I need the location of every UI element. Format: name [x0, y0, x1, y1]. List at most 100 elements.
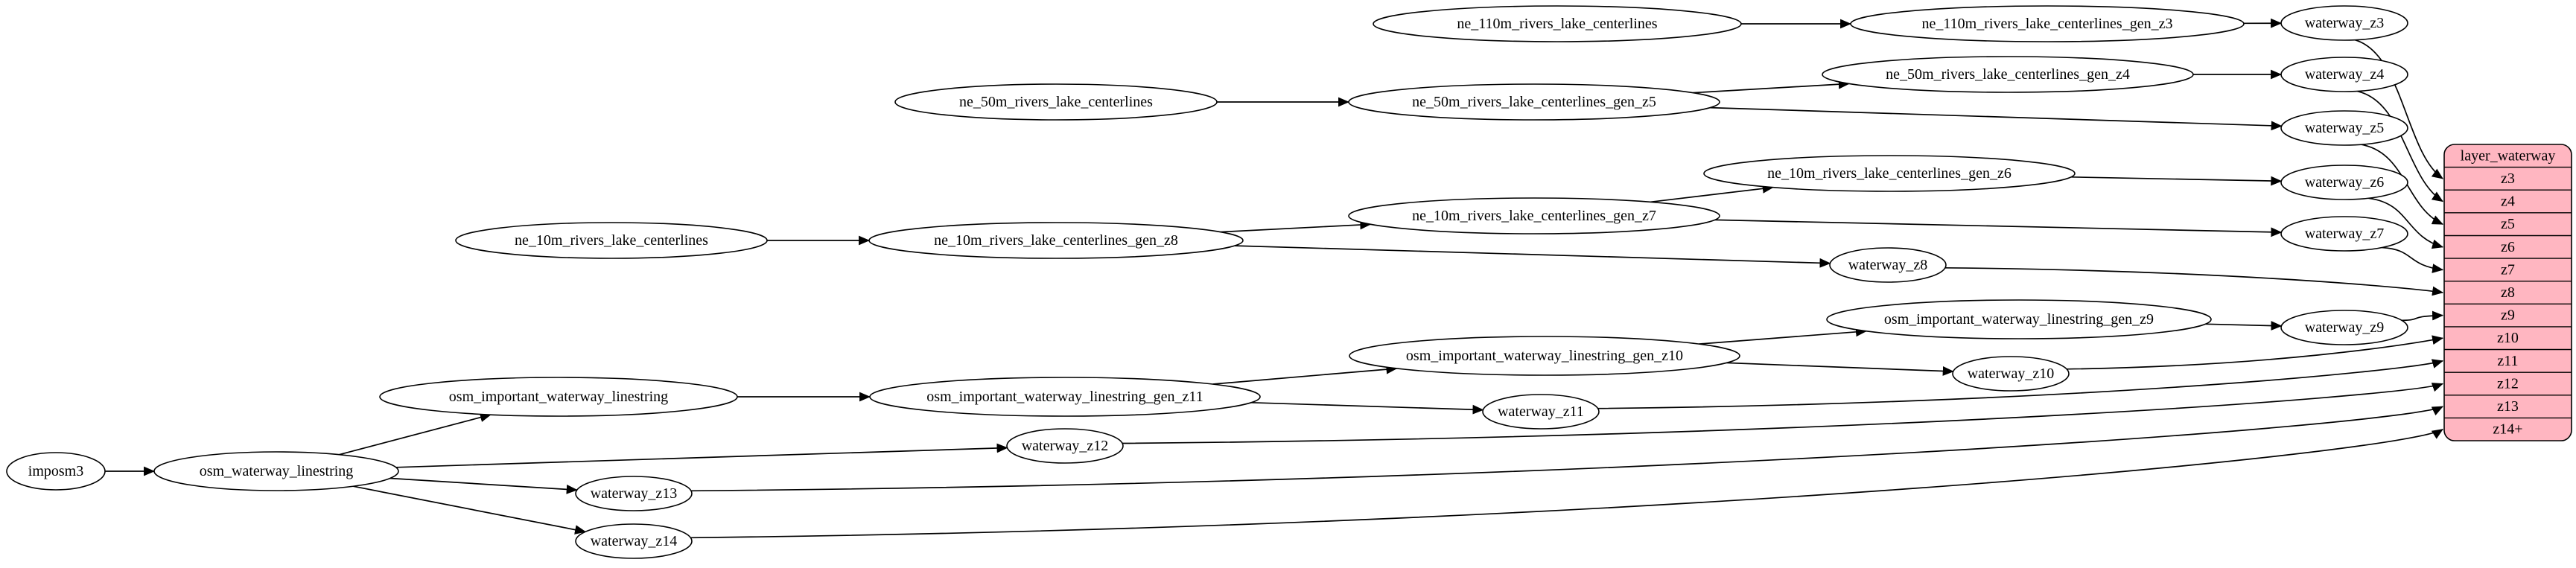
node-label: osm_important_waterway_linestring [449, 389, 668, 405]
record-row-z14+: z14+ [2493, 421, 2522, 438]
edge-waterway_z8-to-layer_waterway-z8 [1944, 267, 2444, 296]
node-ellipse [2280, 5, 2408, 41]
node-ne_110m_rivers_lake_centerlines_gen_z3: ne_110m_rivers_lake_centerlines_gen_z3 [1850, 5, 2245, 42]
node-waterway_z11: waterway_z11 [1482, 394, 1600, 430]
node-ne_110m_rivers_lake_centerlines: ne_110m_rivers_lake_centerlines [1373, 5, 1742, 42]
node-waterway_z8: waterway_z8 [1829, 247, 1947, 283]
node-label: ne_10m_rivers_lake_centerlines [515, 232, 708, 249]
node-osm_important_waterway_linestring_gen_z10: osm_important_waterway_linestring_gen_z1… [1349, 336, 1740, 376]
node-ne_50m_rivers_lake_centerlines_gen_z5: ne_50m_rivers_lake_centerlines_gen_z5 [1348, 83, 1720, 121]
node-label: waterway_z9 [2305, 319, 2385, 336]
node-ellipse [1703, 155, 2076, 192]
node-label: waterway_z5 [2305, 120, 2385, 136]
node-ne_50m_rivers_lake_centerlines_gen_z4: ne_50m_rivers_lake_centerlines_gen_z4 [1822, 56, 2194, 93]
node-label: osm_waterway_linestring [200, 463, 354, 479]
node-ellipse [455, 222, 768, 259]
node-label: waterway_z12 [1022, 438, 1109, 454]
node-label: osm_important_waterway_linestring_gen_z1… [1406, 348, 1683, 364]
node-ellipse [2280, 110, 2408, 146]
record-shape [2443, 144, 2572, 441]
node-waterway_z3: waterway_z3 [2280, 5, 2408, 41]
node-ne_10m_rivers_lake_centerlines: ne_10m_rivers_lake_centerlines [455, 222, 768, 259]
edge-osm_important_waterway_linestring_gen_z11-to-osm_important_waterway_linestring_gen_z10 [1212, 364, 1398, 385]
node-ellipse [2280, 165, 2408, 200]
edge-waterway_z12-to-layer_waterway-z12 [1122, 383, 2444, 444]
node-label: ne_10m_rivers_lake_centerlines_gen_z7 [1412, 208, 1656, 224]
node-ellipse [6, 452, 106, 491]
edge-osm_waterway_linestring-to-waterway_z14 [353, 485, 587, 535]
node-label: waterway_z6 [2305, 174, 2385, 191]
node-waterway_z6: waterway_z6 [2280, 165, 2408, 200]
node-waterway_z9: waterway_z9 [2280, 310, 2408, 345]
node-ne_50m_rivers_lake_centerlines: ne_50m_rivers_lake_centerlines [894, 83, 1218, 121]
edge-ne_50m_rivers_lake_centerlines_gen_z5-to-waterway_z5 [1710, 106, 2283, 131]
edge-waterway_z6-to-layer_waterway-z6 [2368, 197, 2444, 249]
node-label: waterway_z8 [1848, 257, 1928, 273]
edge-waterway_z9-to-layer_waterway-z9 [2402, 310, 2444, 322]
record-row-z6: z6 [2501, 239, 2515, 255]
edge-ne_10m_rivers_lake_centerlines_gen_z8-to-waterway_z8 [1234, 245, 1831, 268]
record-layer_waterway: layer_waterwayz3z4z5z6z7z8z9z10z11z12z13… [2443, 144, 2572, 441]
node-label: osm_important_waterway_linestring_gen_z1… [926, 389, 1203, 405]
node-ellipse [1373, 5, 1742, 42]
node-waterway_z14: waterway_z14 [575, 523, 693, 559]
record-row-z5: z5 [2501, 216, 2515, 232]
edge-ne_10m_rivers_lake_centerlines_gen_z7-to-ne_10m_rivers_lake_centerlines_gen_z6 [1650, 183, 1774, 203]
edge-osm_waterway_linestring-to-waterway_z12 [395, 443, 1008, 468]
edge-ne_10m_rivers_lake_centerlines_gen_z6-to-waterway_z6 [2070, 176, 2283, 186]
node-label: ne_10m_rivers_lake_centerlines_gen_z8 [934, 232, 1178, 249]
node-label: waterway_z10 [1968, 366, 2055, 382]
node-waterway_z13: waterway_z13 [575, 476, 693, 511]
record-row-z9: z9 [2501, 307, 2515, 324]
node-label: imposm3 [28, 463, 83, 479]
edge-ne_50m_rivers_lake_centerlines_gen_z5-to-ne_50m_rivers_lake_centerlines_gen_z4 [1693, 79, 1850, 94]
node-ellipse [1826, 299, 2212, 339]
node-ne_10m_rivers_lake_centerlines_gen_z6: ne_10m_rivers_lake_centerlines_gen_z6 [1703, 155, 2076, 192]
node-ellipse [575, 523, 693, 559]
node-ellipse [2280, 57, 2408, 92]
edge-osm_important_waterway_linestring_gen_z10-to-osm_important_waterway_linestring_gen_z9 [1699, 327, 1867, 345]
edge-osm_important_waterway_linestring_gen_z9-to-waterway_z9 [2205, 321, 2283, 331]
node-ne_10m_rivers_lake_centerlines_gen_z7: ne_10m_rivers_lake_centerlines_gen_z7 [1348, 197, 1720, 234]
node-ellipse [1348, 83, 1720, 121]
node-ellipse [1822, 56, 2194, 93]
node-label: ne_50m_rivers_lake_centerlines [959, 94, 1153, 110]
node-waterway_z4: waterway_z4 [2280, 57, 2408, 92]
node-osm_important_waterway_linestring_gen_z11: osm_important_waterway_linestring_gen_z1… [869, 377, 1261, 417]
node-ellipse [2280, 216, 2408, 252]
node-label: ne_10m_rivers_lake_centerlines_gen_z6 [1767, 165, 2011, 182]
node-osm_important_waterway_linestring: osm_important_waterway_linestring [379, 377, 738, 417]
node-label: waterway_z13 [591, 485, 678, 502]
edge-waterway_z13-to-layer_waterway-z13 [690, 406, 2443, 492]
node-ellipse [869, 377, 1261, 417]
node-label: waterway_z4 [2305, 66, 2385, 83]
node-label: ne_110m_rivers_lake_centerlines [1457, 16, 1657, 32]
node-label: waterway_z11 [1498, 403, 1584, 420]
node-ellipse [379, 377, 738, 417]
node-ellipse [1482, 394, 1600, 430]
record-row-z4: z4 [2501, 194, 2515, 210]
node-ellipse [2280, 310, 2408, 345]
node-ellipse [1829, 247, 1947, 283]
node-ellipse [575, 476, 693, 511]
edge-ne_10m_rivers_lake_centerlines_gen_z8-to-ne_10m_rivers_lake_centerlines_gen_z7 [1221, 220, 1372, 233]
node-ellipse [1850, 5, 2245, 42]
node-waterway_z5: waterway_z5 [2280, 110, 2408, 146]
edge-waterway_z14-to-layer_waterway-z14+ [690, 428, 2443, 539]
record-row-z8: z8 [2501, 284, 2515, 301]
node-waterway_z7: waterway_z7 [2280, 216, 2408, 252]
edge-ne_10m_rivers_lake_centerlines_gen_z7-to-waterway_z7 [1714, 219, 2283, 237]
edge-osm_waterway_linestring-to-osm_important_waterway_linestring [339, 412, 492, 456]
node-waterway_z10: waterway_z10 [1952, 356, 2070, 392]
node-ellipse [894, 83, 1218, 121]
edge-waterway_z11-to-layer_waterway-z11 [1597, 359, 2444, 409]
node-waterway_z12: waterway_z12 [1006, 428, 1124, 464]
node-ellipse [1348, 197, 1720, 234]
edge-osm_important_waterway_linestring_gen_z10-to-waterway_z10 [1726, 362, 1954, 376]
edge-osm_waterway_linestring-to-waterway_z13 [389, 477, 578, 494]
edge-waterway_z7-to-layer_waterway-z7 [2382, 246, 2444, 273]
node-label: osm_important_waterway_linestring_gen_z9 [1884, 311, 2154, 328]
node-imposm3: imposm3 [6, 452, 106, 491]
